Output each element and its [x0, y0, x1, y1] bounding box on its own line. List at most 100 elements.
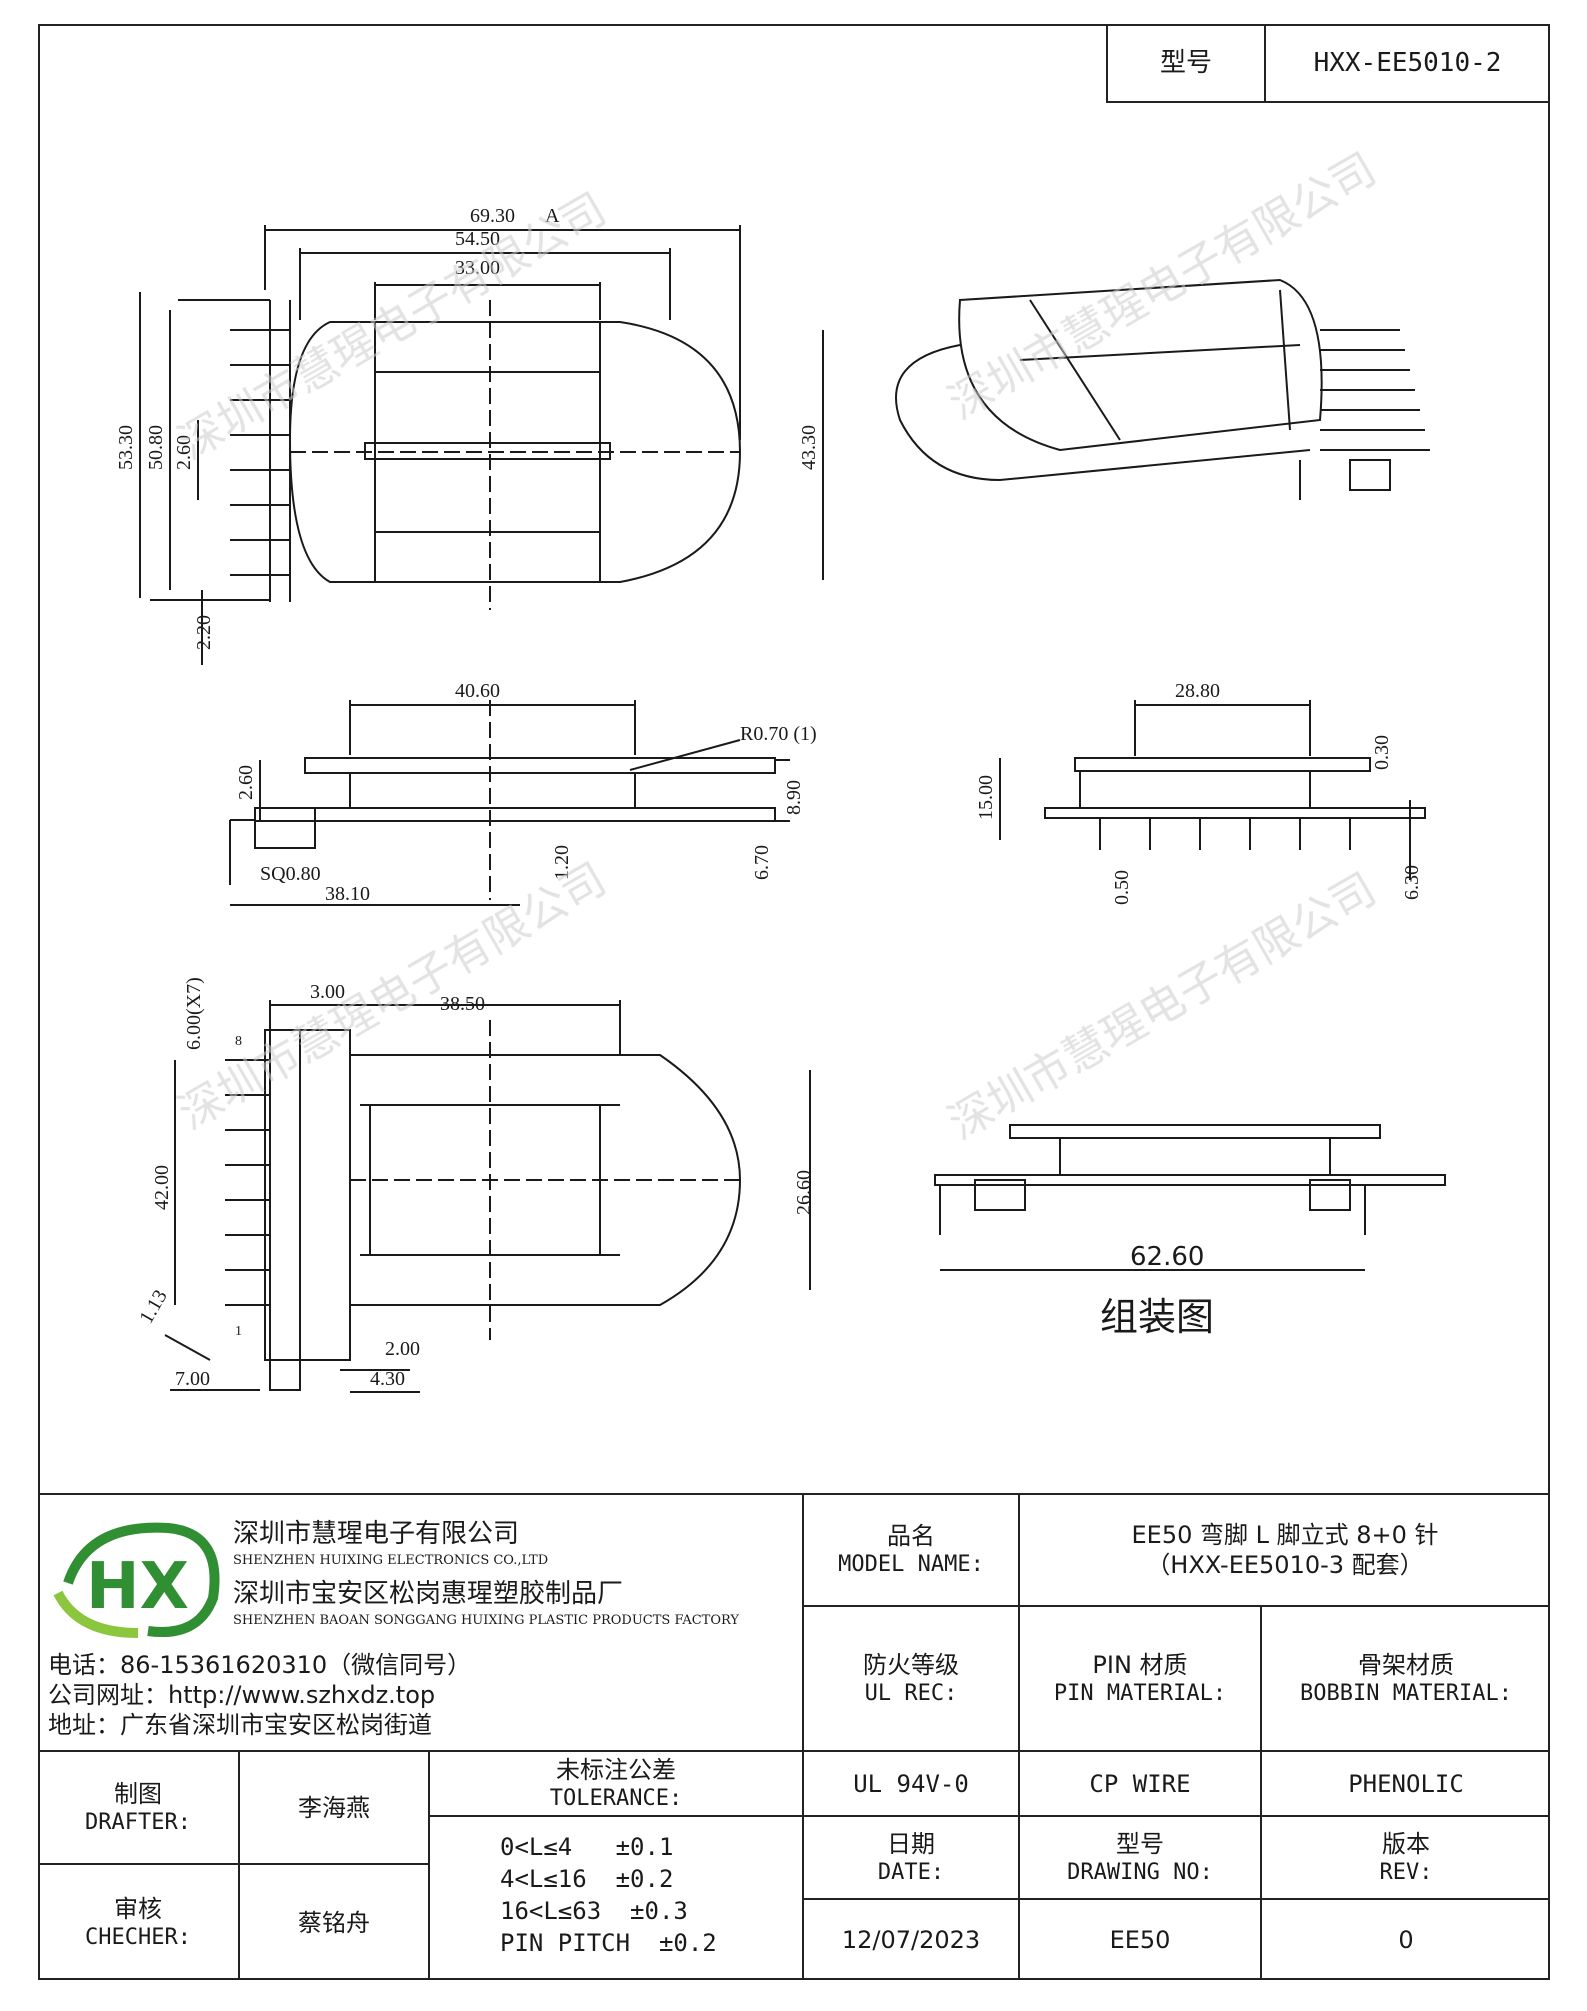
dim-width-a: 69.30	[470, 205, 515, 227]
dim-radius: R0.70 (1)	[740, 723, 817, 745]
dim-bot-w2: 38.50	[440, 993, 485, 1015]
tolerance-en: TOLERANCE:	[549, 1785, 683, 1811]
logo-text: HX	[86, 1550, 189, 1624]
model-value: HXX-EE5010-2	[1313, 47, 1502, 78]
date-en: DATE:	[877, 1859, 945, 1885]
model-name-label: 品名 MODEL NAME:	[804, 1495, 1018, 1605]
iso-view	[895, 278, 1430, 500]
ul-value: UL 94V-0	[853, 1769, 969, 1798]
ul-rec-cn: 防火等级	[863, 1650, 959, 1679]
dim-bot-h2: 26.60	[793, 1170, 815, 1215]
watermark-1: 深圳市慧瑆电子有限公司	[171, 184, 615, 468]
dim-assembly-w: 62.60	[1130, 1242, 1204, 1272]
tolerance-row-1: 0<L≤4 ±0.1	[500, 1833, 674, 1861]
dim-height-e: 50.80	[145, 425, 167, 470]
model-name-cn: 品名	[887, 1522, 935, 1551]
tolerance-label: 未标注公差 TOLERANCE:	[430, 1752, 802, 1815]
side-view	[229, 700, 790, 906]
model-name-value-1: EE50 弯脚 L 脚立式 8+0 针	[1131, 1521, 1439, 1549]
dim-side-h4: 1.20	[551, 845, 573, 880]
dim-bot-c: 2.00	[385, 1338, 420, 1360]
dim-pins-x7: 6.00(X7)	[183, 977, 205, 1050]
dim-offset: 2.20	[193, 615, 215, 650]
drafter-cn: 制图	[114, 1779, 162, 1808]
date-label: 日期 DATE:	[804, 1817, 1018, 1898]
dim-side-h3: 6.70	[751, 845, 773, 880]
tolerance-values: 0<L≤4 ±0.1 4<L≤16 ±0.2 16<L≤63 ±0.3 PIN …	[430, 1817, 802, 1980]
drawing-no-value: EE50	[1109, 1926, 1171, 1954]
model-name-value: EE50 弯脚 L 脚立式 8+0 针 （HXX-EE5010-3 配套）	[1020, 1495, 1550, 1605]
drawing-frame	[38, 24, 1550, 1980]
bobbin-material-en: BOBBIN MATERIAL:	[1300, 1680, 1512, 1706]
date-cn: 日期	[887, 1829, 935, 1858]
dim-marker-a: A	[545, 205, 560, 227]
title-block: HX 深圳市慧瑆电子有限公司 SHENZHEN HUIXING ELECTRON…	[38, 1493, 1550, 1980]
tolerance-row-2: 4<L≤16 ±0.2	[500, 1865, 674, 1893]
company-website: 公司网址：http://www.szhxdz.top	[48, 1681, 436, 1709]
checker-name: 蔡铭舟	[298, 1908, 370, 1937]
dim-side-h1: 2.60	[235, 765, 257, 800]
checker-cn: 审核	[114, 1894, 162, 1923]
dim-bot-a: 1.13	[135, 1286, 172, 1327]
ul-rec-label: 防火等级 UL REC:	[804, 1607, 1018, 1750]
company-phone: 电话：86-15361620310（微信同号）	[48, 1651, 472, 1679]
dim-width-b: 54.50	[455, 228, 500, 250]
dim-bot-h1: 42.00	[151, 1165, 173, 1210]
company-name-en: SHENZHEN HUIXING ELECTRONICS CO.,LTD	[233, 1553, 549, 1568]
dim-height-d: 53.30	[115, 425, 137, 470]
checker-en: CHECHER:	[85, 1924, 191, 1950]
dim-side-h2: 8.90	[783, 780, 805, 815]
bottom-view	[164, 1000, 811, 1393]
pin-material-cn: PIN 材质	[1092, 1650, 1188, 1679]
bobbin-material-label: 骨架材质 BOBBIN MATERIAL:	[1262, 1607, 1550, 1750]
factory-name-cn: 深圳市宝安区松岗惠瑆塑胶制品厂	[233, 1579, 624, 1609]
bobbin-value: PHENOLIC	[1348, 1769, 1464, 1798]
dim-pin-sq: SQ0.80	[260, 863, 321, 885]
model-box: 型号 HXX-EE5010-2	[1106, 25, 1549, 103]
ul-rec-en: UL REC:	[864, 1680, 958, 1706]
drafter-en: DRAFTER:	[85, 1809, 191, 1835]
company-logo: HX	[53, 1522, 220, 1638]
end-view	[999, 700, 1426, 880]
dim-end-h3: 0.50	[1111, 870, 1133, 905]
drafter-name: 李海燕	[298, 1793, 370, 1822]
company-name-cn: 深圳市慧瑆电子有限公司	[233, 1519, 520, 1549]
drafter-label: 制图 DRAFTER:	[38, 1752, 238, 1863]
dim-side-len: 40.60	[455, 680, 500, 702]
date-value: 12/07/2023	[841, 1926, 981, 1954]
tolerance-row-4: PIN PITCH ±0.2	[500, 1929, 717, 1957]
dim-bot-b: 7.00	[175, 1368, 210, 1390]
pin-1-label: 1	[235, 1324, 242, 1339]
pin-value: CP WIRE	[1089, 1769, 1191, 1798]
dim-end-k: 28.80	[1175, 680, 1220, 702]
technical-drawing: 69.30 A 54.50 33.00 53.30 50.80 2.60 43.…	[115, 144, 1446, 1393]
model-name-en: MODEL NAME:	[838, 1552, 984, 1578]
dim-end-h4: 6.30	[1401, 865, 1423, 900]
model-name-value-2: （HXX-EE5010-3 配套）	[1146, 1551, 1424, 1579]
company-area: HX 深圳市慧瑆电子有限公司 SHENZHEN HUIXING ELECTRON…	[38, 1495, 802, 1750]
rev-value: 0	[1398, 1926, 1414, 1954]
rev-en: REV:	[1379, 1859, 1433, 1885]
watermark-3: 深圳市慧瑆电子有限公司	[171, 854, 615, 1138]
watermark-4: 深圳市慧瑆电子有限公司	[941, 864, 1385, 1148]
dim-width-c: 33.00	[455, 257, 500, 279]
assembly-label: 组装图	[1100, 1295, 1214, 1339]
dim-bot-w1: 3.00	[310, 981, 345, 1003]
bobbin-material-cn: 骨架材质	[1358, 1650, 1454, 1679]
pin-material-en: PIN MATERIAL:	[1053, 1680, 1227, 1706]
pin-material-label: PIN 材质 PIN MATERIAL:	[1020, 1607, 1260, 1750]
dim-height-f: 43.30	[798, 425, 820, 470]
drawing-no-cn: 型号	[1116, 1829, 1164, 1858]
company-address: 地址：广东省深圳市宝安区松岗街道	[48, 1711, 432, 1739]
rev-label: 版本 REV:	[1262, 1817, 1550, 1898]
checker-label: 审核 CHECHER:	[38, 1865, 238, 1980]
dim-bot-d: 4.30	[370, 1368, 405, 1390]
pin-8-label: 8	[235, 1034, 242, 1049]
dim-side-w: 38.10	[325, 883, 370, 905]
dim-pitch: 2.60	[173, 435, 195, 470]
rev-cn: 版本	[1382, 1829, 1430, 1858]
model-label: 型号	[1108, 25, 1266, 101]
dim-end-h1: 15.00	[975, 775, 997, 820]
assembly-view	[934, 1124, 1446, 1271]
tolerance-row-3: 16<L≤63 ±0.3	[500, 1897, 688, 1925]
